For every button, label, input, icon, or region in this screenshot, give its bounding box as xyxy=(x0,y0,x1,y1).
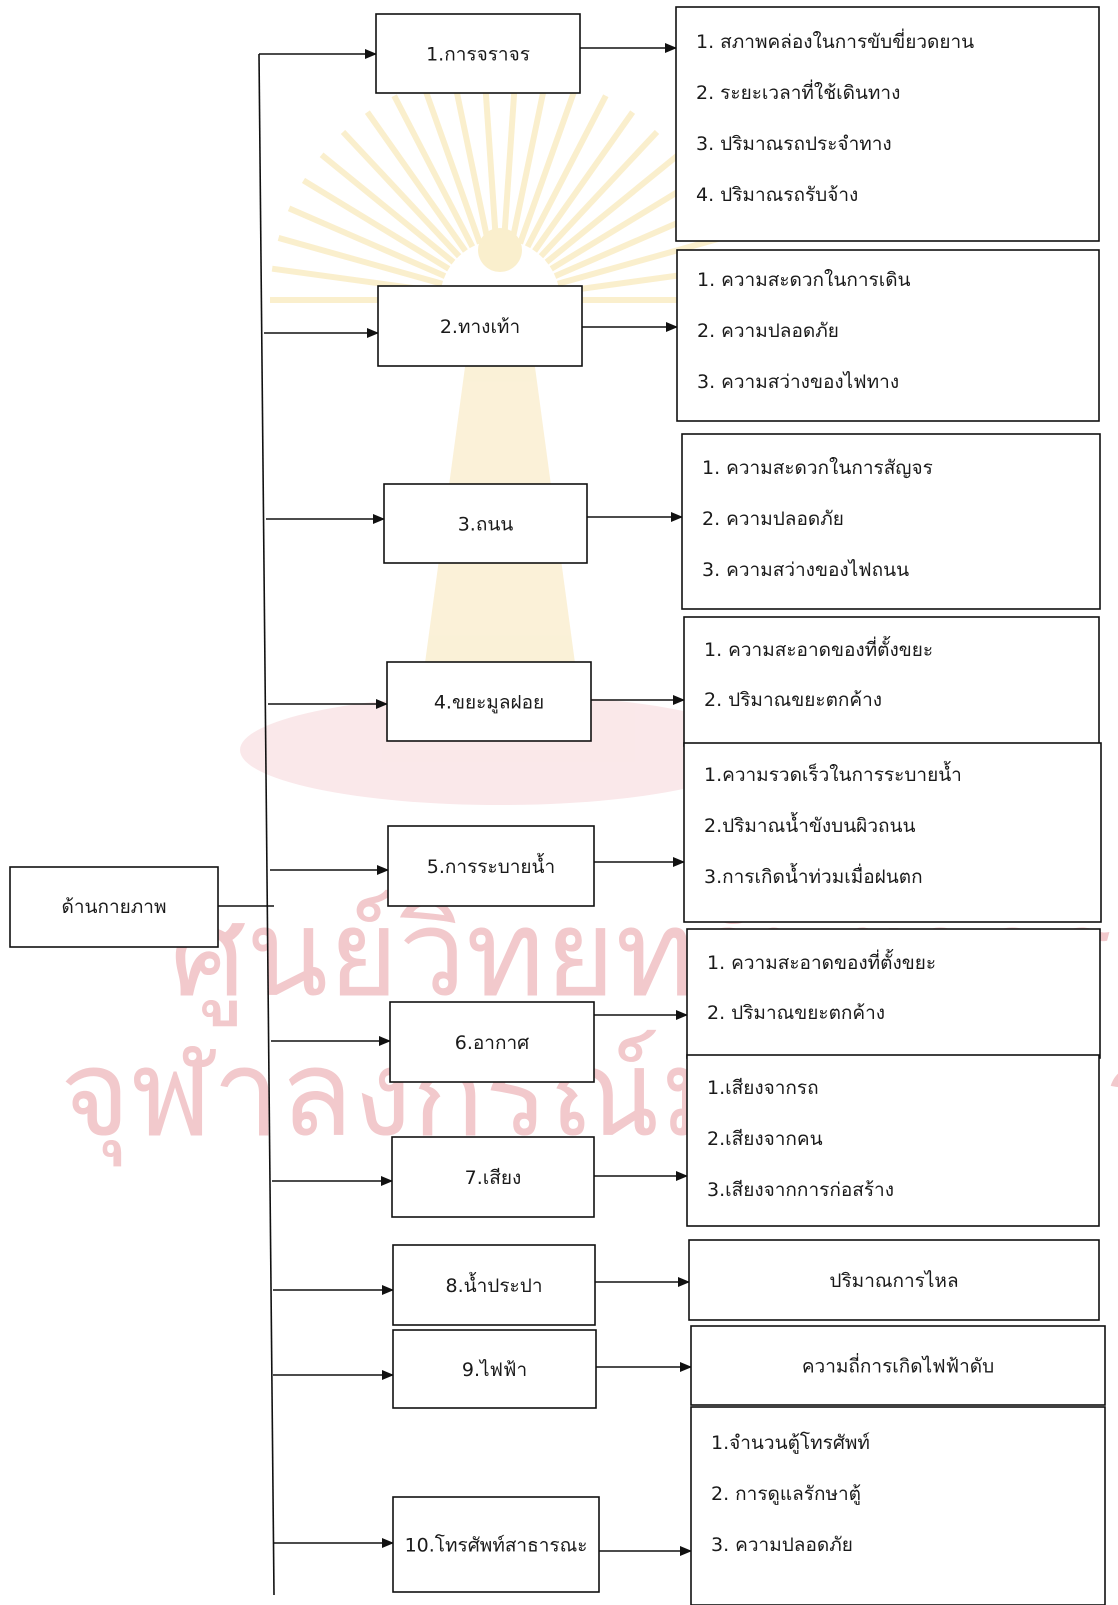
category-box-10 xyxy=(392,1496,600,1593)
seal-ray xyxy=(340,129,462,259)
category-group-8: 8.น้ำประปา ปริมาณการไหล xyxy=(273,1239,1100,1326)
category-label-2: 2.ทางเท้า xyxy=(440,316,520,338)
category-group-4: 4.ขยะมูลฝอย 1. ความสะอาดของที่ตั้งขยะ 2. ป… xyxy=(268,616,1100,747)
detail-box-3 xyxy=(681,433,1101,610)
watermark: ศูนย์วิทยทรัพยากร จุฬาลงกรณ์มหาวิทยาลัย xyxy=(60,70,1118,1167)
detail-item-3-2: 2. ความปลอดภัย xyxy=(702,508,844,530)
detail-box-2 xyxy=(676,249,1100,422)
root-box xyxy=(9,866,219,948)
trunk-line xyxy=(258,53,275,1596)
seal-ray xyxy=(556,235,723,287)
seal-ray xyxy=(319,152,456,265)
category-label-7: 7.เสียง xyxy=(465,1167,522,1189)
category-box-9 xyxy=(392,1329,597,1409)
seal-ray xyxy=(509,74,550,242)
detail-item-6-1: 1. ความสะอาดของที่ตั้งขยะ xyxy=(707,949,936,974)
category-box-1 xyxy=(375,13,581,94)
detail-box-4 xyxy=(683,616,1100,747)
detail-box-7 xyxy=(686,1054,1100,1227)
detail-item-1-3: 3. ปริมาณรถประจำทาง xyxy=(696,133,892,155)
detail-item-7-1: 1.เสียงจากรถ xyxy=(707,1077,819,1099)
seal-ray xyxy=(277,235,444,287)
detail-item-7-2: 2.เสียงจากคน xyxy=(707,1128,823,1150)
detail-box-1 xyxy=(675,6,1100,242)
seal-ray xyxy=(517,82,580,245)
detail-item-1-4: 4. ปริมาณรถรับจ้าง xyxy=(696,184,858,206)
category-group-10: 10.โทรศัพท์สาธารณะ 1.จำนวนตู้โทรศัพท์ 2. ก… xyxy=(274,1406,1106,1605)
category-label-5: 5.การระบายน้ำ xyxy=(427,853,555,878)
category-group-3: 3.ถนน 1. ความสะดวกในการสัญจร 2. ความปลอดภั… xyxy=(266,433,1101,610)
root-label: ด้านกายภาพ xyxy=(61,896,166,918)
detail-item-6-2: 2. ปริมาณขยะตกค้าง xyxy=(707,1002,885,1024)
detail-item-2-3: 3. ความสว่างของไฟทาง xyxy=(697,371,899,393)
category-box-7 xyxy=(391,1136,595,1218)
category-label-4: 4.ขยะมูลฝอย xyxy=(434,692,544,714)
detail-item-2-2: 2. ความปลอดภัย xyxy=(697,320,839,342)
category-label-10: 10.โทรศัพท์สาธารณะ xyxy=(405,1534,588,1557)
category-label-3: 3.ถนน xyxy=(458,514,514,536)
detail-item-3-1: 1. ความสะดวกในการสัญจร xyxy=(702,457,933,479)
category-group-5: 5.การระบายน้ำ 1.ความรวดเร็วในการระบายน้ำ 2… xyxy=(270,742,1102,923)
seal-ray xyxy=(501,70,519,241)
detail-box-6 xyxy=(686,928,1101,1059)
detail-item-1-2: 2. ระยะเวลาที่ใช้เดินทาง xyxy=(696,79,900,104)
detail-item-9-1: ความถี่การเกิดไฟฟ้าดับ xyxy=(802,1353,994,1378)
seal-ray xyxy=(544,152,681,265)
detail-item-5-1: 1.ความรวดเร็วในการระบายน้ำ xyxy=(704,761,962,786)
category-box-5 xyxy=(387,825,595,907)
seal-ray xyxy=(532,110,636,253)
seal-ray xyxy=(481,70,499,241)
category-box-3 xyxy=(383,483,588,564)
detail-item-1-1: 1. สภาพคล่องในการขับขี่ยวดยาน xyxy=(696,28,974,53)
category-label-9: 9.ไฟฟ้า xyxy=(462,1359,527,1381)
seal-ray xyxy=(391,94,476,249)
category-label-1: 1.การจราจร xyxy=(426,44,530,66)
seal-ray xyxy=(420,82,483,245)
detail-item-7-3: 3.เสียงจากการก่อสร้าง xyxy=(707,1179,894,1201)
detail-box-10 xyxy=(690,1406,1106,1605)
detail-box-8 xyxy=(688,1239,1100,1321)
category-group-6: 6.อากาศ 1. ความสะอาดของที่ตั้งขยะ 2. ปริมา… xyxy=(271,928,1101,1083)
detail-item-10-2: 2. การดูแลรักษาตู้ xyxy=(711,1483,861,1505)
category-group-1: 1.การจราจร 1. สภาพคล่องในการขับขี่ยวดยาน 2… xyxy=(259,6,1100,242)
detail-item-5-2: 2.ปริมาณน้ำขังบนผิวถนน xyxy=(704,812,915,837)
category-label-8: 8.น้ำประปา xyxy=(446,1272,543,1297)
seal-ray xyxy=(450,74,491,242)
detail-item-10-3: 3. ความปลอดภัย xyxy=(711,1534,853,1556)
seal-ray xyxy=(549,177,699,272)
category-group-7: 7.เสียง 1.เสียงจากรถ 2.เสียงจากคน 3.เสียงจา… xyxy=(272,1054,1100,1227)
seal-ray xyxy=(364,110,468,253)
detail-item-3-3: 3. ความสว่างของไฟถนน xyxy=(702,559,909,581)
detail-box-5 xyxy=(683,742,1102,923)
category-group-2: 2.ทางเท้า 1. ความสะดวกในการเดิน 2. ความปลอ… xyxy=(264,249,1100,422)
detail-box-9 xyxy=(690,1325,1106,1406)
detail-item-5-3: 3.การเกิดน้ำท่วมเมื่อฝนตก xyxy=(704,863,923,888)
seal-ray xyxy=(287,205,447,279)
seal-ray xyxy=(538,129,660,259)
detail-item-4-2: 2. ปริมาณขยะตกค้าง xyxy=(704,689,882,711)
detail-item-8-1: ปริมาณการไหล xyxy=(829,1270,958,1292)
category-box-4 xyxy=(386,661,592,742)
category-group-9: 9.ไฟฟ้า ความถี่การเกิดไฟฟ้าดับ xyxy=(273,1325,1106,1409)
seal-ray xyxy=(524,94,609,249)
category-label-6: 6.อากาศ xyxy=(455,1032,529,1054)
seal-ray xyxy=(301,177,451,272)
category-box-6 xyxy=(389,1001,595,1083)
category-box-8 xyxy=(392,1244,596,1326)
category-box-2 xyxy=(377,285,583,367)
detail-item-10-1: 1.จำนวนตู้โทรศัพท์ xyxy=(711,1431,870,1454)
detail-item-2-1: 1. ความสะดวกในการเดิน xyxy=(697,269,911,291)
detail-item-4-1: 1. ความสะอาดของที่ตั้งขยะ xyxy=(704,636,933,661)
